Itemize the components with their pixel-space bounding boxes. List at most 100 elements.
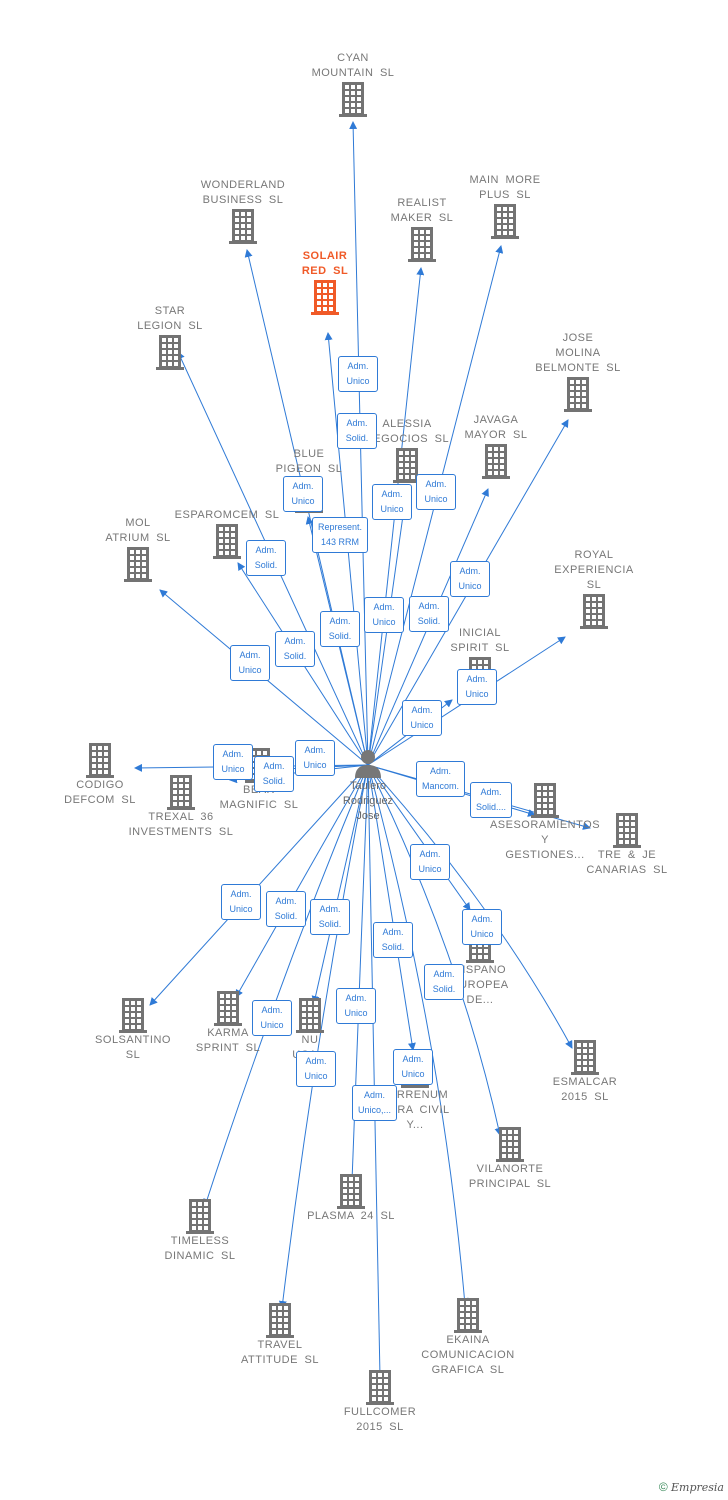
company-label[interactable]: ALESSIA NEGOCIOS SL (364, 418, 450, 445)
company-label[interactable]: VILANORTE PRINCIPAL SL (468, 1163, 552, 1190)
role-label[interactable]: Adm. Unico (295, 740, 335, 776)
company-label[interactable]: ESPAROMCEM SL (174, 509, 280, 521)
role-label[interactable]: Adm. Solid. (310, 899, 350, 935)
building-icon (336, 81, 370, 117)
company-label[interactable]: MOL ATRIUM SL (105, 517, 171, 544)
role-label[interactable]: Adm. Unico (283, 476, 323, 512)
role-label[interactable]: Adm. Solid. (266, 891, 306, 927)
role-label[interactable]: Adm. Solid. (373, 922, 413, 958)
company-label[interactable]: MAIN MORE PLUS SL (469, 174, 541, 201)
role-label[interactable]: Adm. Unico (450, 561, 490, 597)
company-label[interactable]: HISPANO EUROPEA DE... (451, 964, 509, 1006)
role-label[interactable]: Adm. Unico (230, 645, 270, 681)
company-realist-maker[interactable]: REALIST MAKER SL (362, 196, 482, 262)
role-label[interactable]: Adm. Unico (338, 356, 378, 392)
company-label[interactable]: BLUE PIGEON SL (275, 448, 343, 475)
company-label[interactable]: TRAVEL ATTITUDE SL (241, 1339, 319, 1366)
company-star-legion[interactable]: STAR LEGION SL (110, 304, 230, 370)
company-label[interactable]: ROYAL EXPERIENCIA SL (554, 549, 634, 591)
company-royal-experiencia[interactable]: ROYAL EXPERIENCIA SL (534, 548, 654, 629)
company-label[interactable]: JAVAGA MAYOR SL (464, 414, 528, 441)
role-label[interactable]: Adm. Mancom. (416, 761, 466, 797)
building-icon (363, 1369, 397, 1405)
role-label[interactable]: Adm. Unico (252, 1000, 292, 1036)
person-name[interactable]: Taulero Rodriguez Jose (342, 780, 394, 822)
company-esparomcem[interactable]: ESPAROMCEM SL (167, 508, 287, 559)
company-label[interactable]: FULLCOMER 2015 SL (343, 1406, 417, 1433)
company-label[interactable]: TREXAL 36 INVESTMENTS SL (128, 811, 234, 838)
building-icon (479, 443, 513, 479)
company-solair-red[interactable]: SOLAIR RED SL (265, 249, 385, 315)
company-ekaina[interactable]: EKAINA COMUNICACION GRAFICA SL (408, 1297, 528, 1378)
company-cyan-mountain[interactable]: CYAN MOUNTAIN SL (293, 51, 413, 117)
company-plasma-24[interactable]: PLASMA 24 SL (291, 1173, 411, 1224)
company-label[interactable]: SOLSANTINO SL (95, 1034, 171, 1061)
role-label[interactable]: Adm. Solid. (409, 596, 449, 632)
company-label[interactable]: ESMALCAR 2015 SL (552, 1076, 618, 1103)
role-label[interactable]: Adm. Unico (364, 597, 404, 633)
building-icon (121, 546, 155, 582)
company-karma-sprint[interactable]: KARMA SPRINT SL (168, 990, 288, 1056)
footer: © Empresia (659, 1480, 724, 1494)
company-alessia-negocios[interactable]: ALESSIA NEGOCIOS SL (347, 417, 467, 483)
company-label[interactable]: STAR LEGION SL (137, 305, 203, 332)
company-codigo-defcom[interactable]: CODIGO DEFCOM SL (40, 742, 160, 808)
edge-ekaina (367, 764, 469, 1306)
company-trexal-36[interactable]: TREXAL 36 INVESTMENTS SL (121, 774, 241, 840)
role-label[interactable]: Adm. Solid. (275, 631, 315, 667)
edge-terrenum (367, 764, 416, 1051)
role-label[interactable]: Adm. Unico (457, 669, 497, 705)
company-label[interactable]: REALIST MAKER SL (390, 197, 454, 224)
company-label[interactable]: SOLAIR RED SL (301, 250, 349, 277)
role-label[interactable]: Adm. Unico (462, 909, 502, 945)
company-label[interactable]: TIMELESS DINAMIC SL (164, 1235, 236, 1262)
role-label[interactable]: Adm. Solid.... (470, 782, 513, 818)
role-label[interactable]: Represent. 143 RRM (312, 517, 369, 553)
company-travel-attitude[interactable]: TRAVEL ATTITUDE SL (220, 1302, 340, 1368)
role-label[interactable]: Adm. Unico (393, 1049, 433, 1085)
role-label[interactable]: Adm. Unico,... (352, 1085, 398, 1121)
company-timeless-dinamic[interactable]: TIMELESS DINAMIC SL (140, 1198, 260, 1264)
role-label[interactable]: Adm. Solid. (424, 964, 464, 1000)
company-fullcomer[interactable]: FULLCOMER 2015 SL (320, 1369, 440, 1435)
company-label[interactable]: CODIGO DEFCOM SL (64, 779, 136, 806)
company-tre-je-canarias[interactable]: TRE & JE CANARIAS SL (567, 812, 687, 878)
company-label[interactable]: JOSE MOLINA BELMONTE SL (535, 332, 621, 374)
role-label[interactable]: Adm. Unico (296, 1051, 336, 1087)
company-jose-molina-belmonte[interactable]: JOSE MOLINA BELMONTE SL (518, 331, 638, 412)
role-label[interactable]: Adm. Unico (221, 884, 261, 920)
role-label[interactable]: Adm. Solid. (337, 413, 377, 449)
company-label[interactable]: TRE & JE CANARIAS SL (586, 849, 668, 876)
company-javaga-mayor[interactable]: JAVAGA MAYOR SL (436, 413, 556, 479)
company-esmalcar[interactable]: ESMALCAR 2015 SL (525, 1039, 645, 1105)
role-label[interactable]: Adm. Unico (372, 484, 412, 520)
company-main-more-plus[interactable]: MAIN MORE PLUS SL (445, 173, 565, 239)
role-label[interactable]: Adm. Solid. (246, 540, 286, 576)
role-label[interactable]: Adm. Solid. (254, 756, 294, 792)
brand-logo[interactable]: Empresia (671, 1481, 724, 1494)
role-label[interactable]: Adm. Unico (416, 474, 456, 510)
company-solsantino[interactable]: SOLSANTINO SL (73, 997, 193, 1063)
company-label[interactable]: CYAN MOUNTAIN SL (311, 52, 395, 79)
company-label[interactable]: WONDERLAND BUSINESS SL (200, 179, 286, 206)
company-label[interactable]: EKAINA COMUNICACION GRAFICA SL (421, 1334, 515, 1376)
building-icon (451, 1297, 485, 1333)
role-label[interactable]: Adm. Solid. (320, 611, 360, 647)
company-label[interactable]: INICIAL SPIRIT SL (450, 627, 510, 654)
building-icon (263, 1302, 297, 1338)
edge-vilanorte (367, 764, 503, 1136)
building-icon (488, 203, 522, 239)
company-mol-atrium[interactable]: MOL ATRIUM SL (78, 516, 198, 582)
role-label[interactable]: Adm. Unico (402, 700, 442, 736)
company-wonderland-business[interactable]: WONDERLAND BUSINESS SL (183, 178, 303, 244)
company-label[interactable]: KARMA SPRINT SL (195, 1027, 261, 1054)
role-label[interactable]: Adm. Unico (336, 988, 376, 1024)
person-node[interactable]: Taulero Rodriguez Jose (328, 747, 408, 824)
role-label[interactable]: Adm. Unico (213, 744, 253, 780)
company-label[interactable]: ASESORAMIENTOS Y GESTIONES... (489, 819, 601, 861)
company-asesoramientos[interactable]: ASESORAMIENTOS Y GESTIONES... (485, 782, 605, 863)
company-vilanorte[interactable]: VILANORTE PRINCIPAL SL (450, 1126, 570, 1192)
role-label[interactable]: Adm. Unico (410, 844, 450, 880)
company-label[interactable]: PLASMA 24 SL (307, 1210, 395, 1222)
building-icon (83, 742, 117, 778)
